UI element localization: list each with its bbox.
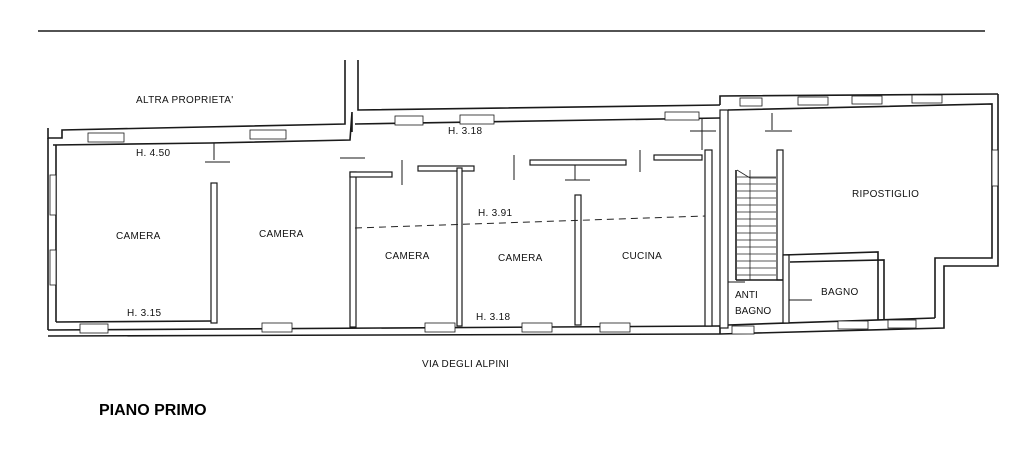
plan-title: PIANO PRIMO (99, 402, 207, 419)
room-label-antibagno-1: ANTI (735, 290, 758, 301)
room-label-camera-2: CAMERA (259, 229, 304, 240)
interior-walls (205, 109, 885, 329)
ceiling-change-line (354, 215, 706, 229)
windows-top (49, 94, 999, 286)
height-label-3-18-top: H. 3.18 (448, 126, 482, 137)
room-label-bagno: BAGNO (821, 287, 859, 298)
windows-bottom (79, 319, 917, 335)
staircase (736, 169, 776, 280)
room-label-camera-4: CAMERA (498, 253, 543, 264)
room-label-antibagno-2: BAGNO (735, 306, 771, 317)
room-label-camera-1: CAMERA (116, 231, 161, 242)
room-label-camera-3: CAMERA (385, 251, 430, 262)
height-label-3-18-bottom: H. 3.18 (476, 312, 510, 323)
room-label-cucina: CUCINA (622, 251, 662, 262)
height-label-3-91: H. 3.91 (478, 208, 512, 219)
height-label-4-50: H. 4.50 (136, 148, 170, 159)
height-label-3-15: H. 3.15 (127, 308, 161, 319)
neighbor-label: ALTRA PROPRIETA' (136, 95, 233, 106)
street-label: VIA DEGLI ALPINI (422, 359, 509, 370)
outer-walls (47, 60, 999, 337)
room-label-ripostiglio: RIPOSTIGLIO (852, 189, 919, 200)
